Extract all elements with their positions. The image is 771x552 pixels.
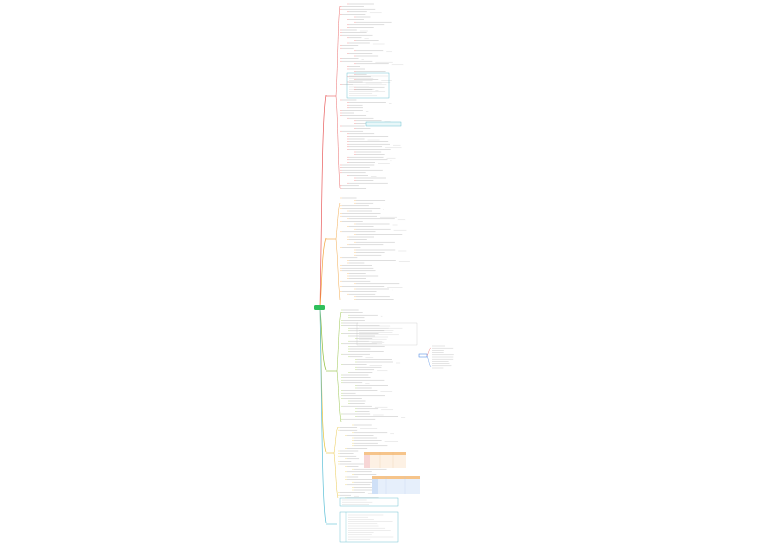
note-box-3 [356, 322, 418, 346]
table-1 [364, 452, 406, 468]
root-connectors [319, 94, 327, 524]
side-cluster [426, 347, 432, 368]
note-box-5 [339, 511, 399, 543]
note-box-1 [346, 72, 390, 99]
leaf-nodes [338, 3, 454, 540]
connector-branch-5 [319, 307, 327, 524]
note-box-4 [339, 497, 399, 507]
note-box-2 [365, 121, 402, 127]
table-2 [372, 476, 420, 494]
connector-branch-1 [319, 94, 327, 309]
root-node[interactable] [314, 305, 325, 310]
sub-trunks [333, 5, 342, 499]
connector-branch-2 [319, 237, 327, 309]
branch-node-1[interactable] [326, 93, 336, 97]
highlight-node[interactable] [418, 353, 428, 358]
